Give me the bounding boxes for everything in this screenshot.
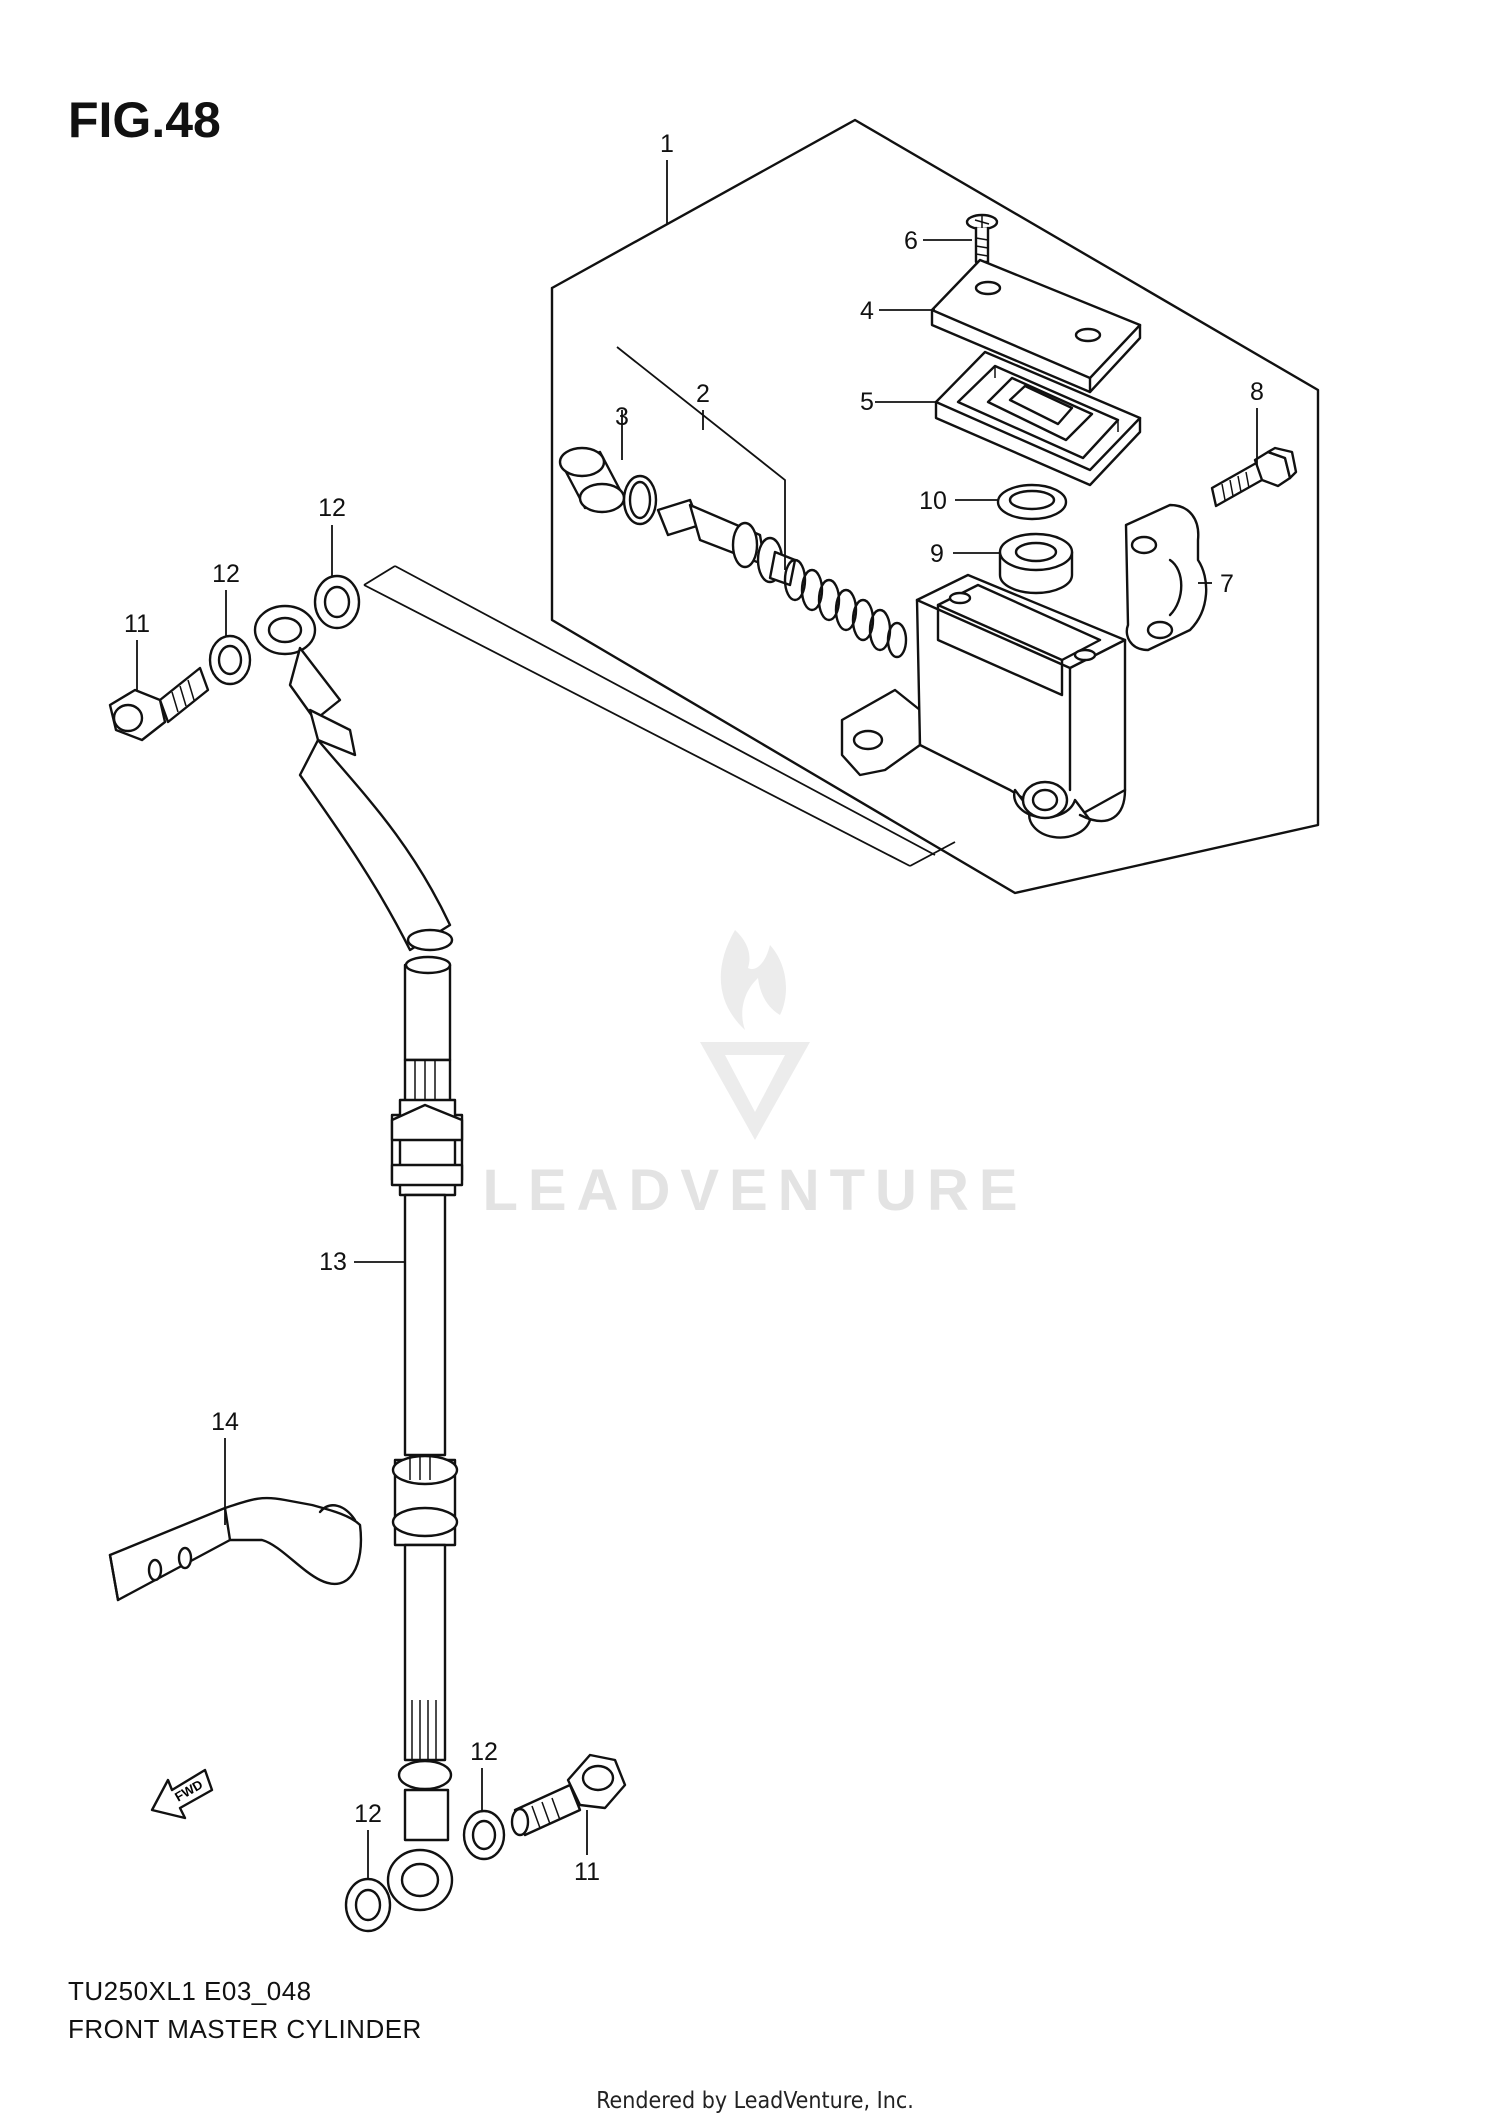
part-9-boot <box>998 532 1074 595</box>
leadventure-logo-icon <box>700 930 810 1140</box>
hose-fitting-upper <box>390 1060 464 1197</box>
callout-11-top: 11 <box>124 610 150 638</box>
hose-fitting-bottom <box>397 1700 453 1842</box>
callout-12-bottom-right: 12 <box>470 1738 498 1766</box>
part-4-reservoir-cap <box>930 258 1142 394</box>
leadventure-watermark: LEADVENTURE <box>482 930 1027 1223</box>
part-12-washer-top-left <box>208 634 252 686</box>
hose-fitting-lower <box>391 1454 459 1547</box>
callout-11-bottom: 11 <box>574 1858 600 1886</box>
callout-8: 8 <box>1250 378 1264 406</box>
callout-9: 9 <box>930 540 944 568</box>
callout-14: 14 <box>211 1408 239 1436</box>
part-13-brake-hose <box>253 604 464 1912</box>
callout-leaders <box>136 160 1258 1879</box>
fwd-direction-marker: FWD <box>150 1768 214 1820</box>
diagram-name: FRONT MASTER CYLINDER <box>68 2014 422 2044</box>
part-11-union-bolt-bottom <box>510 1753 627 1837</box>
watermark-text: LEADVENTURE <box>482 1158 1027 1223</box>
part-11-union-bolt-top <box>108 666 210 742</box>
part-12-washer-top-right <box>313 574 361 630</box>
callout-12-bottom-left: 12 <box>354 1800 382 1828</box>
rendered-by-credit: Rendered by LeadVenture, Inc. <box>596 2088 914 2114</box>
part-12-washer-bottom-left <box>344 1877 392 1933</box>
part-12-washer-bottom-right <box>462 1809 506 1861</box>
callout-5: 5 <box>860 388 874 416</box>
callout-1: 1 <box>660 130 674 158</box>
part-7-holder <box>1124 503 1208 652</box>
callout-2: 2 <box>696 380 710 408</box>
callout-6: 6 <box>904 227 918 255</box>
part-8-bolt <box>1210 446 1298 508</box>
callout-12-top-right: 12 <box>318 494 346 522</box>
spring <box>783 558 908 659</box>
callout-labels: 1 2 3 4 5 6 7 8 9 10 11 11 12 12 12 12 1… <box>124 130 1264 1886</box>
part-10-o-ring <box>996 483 1068 521</box>
callout-12-top-left: 12 <box>212 560 240 588</box>
part-14-hose-bracket <box>108 1496 363 1602</box>
assembly-outline <box>550 118 1320 895</box>
part-3-piston-cup <box>558 446 658 526</box>
figure-title: FIG.48 <box>68 92 221 148</box>
hose-connection-lines <box>363 565 956 867</box>
callout-3: 3 <box>615 403 629 431</box>
group-bracket-2-3 <box>616 346 786 570</box>
callout-4: 4 <box>860 297 874 325</box>
part-2-piston-spring <box>656 498 908 659</box>
part-6-screw <box>965 213 999 264</box>
callout-7: 7 <box>1220 570 1234 598</box>
master-cylinder-body <box>840 573 1127 839</box>
fwd-arrow-icon <box>150 1768 214 1820</box>
part-5-diaphragm <box>934 350 1142 487</box>
callout-10: 10 <box>919 487 947 515</box>
model-code: TU250XL1 E03_048 <box>68 1976 312 2006</box>
callout-13: 13 <box>319 1248 347 1276</box>
